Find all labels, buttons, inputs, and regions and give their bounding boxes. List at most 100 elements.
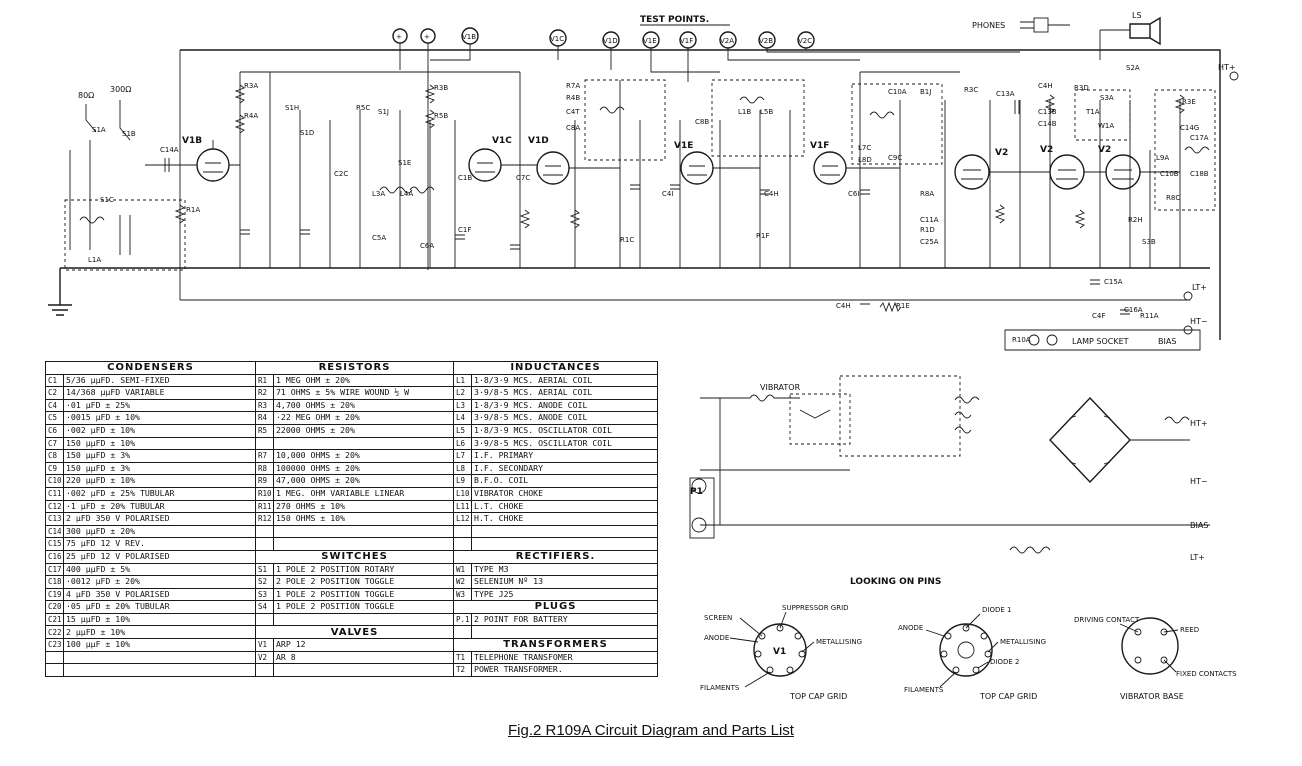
rectifier-ref: W2: [453, 575, 473, 589]
svg-text:S3A: S3A: [1100, 94, 1114, 102]
condenser-ref: C4: [45, 398, 64, 413]
condenser-desc: 220 µµFD ± 10%: [63, 474, 256, 488]
valve-ref: V1: [255, 638, 274, 652]
switch-ref: S2: [255, 575, 274, 589]
svg-text:L1B: L1B: [738, 108, 751, 116]
inductance-ref: L8: [453, 461, 473, 476]
resistor-desc: 150 OHMS ± 10%: [272, 512, 455, 526]
condenser-ref: C12: [45, 499, 64, 514]
valve-v1f: V1F: [810, 141, 847, 185]
rectifiers-header: RECTIFIERS.: [453, 549, 659, 564]
rectifier-desc: TYPE M3: [471, 562, 659, 577]
svg-text:C13B: C13B: [1038, 108, 1057, 116]
svg-text:V1: V1: [773, 647, 786, 657]
test-point-v1b: V1B: [461, 27, 479, 45]
svg-text:R4A: R4A: [244, 112, 258, 120]
lamp-socket-minus-icon: [1046, 334, 1058, 346]
condenser-ref: C1: [45, 373, 64, 388]
power-supply-schematic: VIBRATOR P1 HT+ HT− BIAS LT+: [689, 375, 1210, 562]
svg-text:V1D: V1D: [603, 37, 618, 45]
svg-text:R3C: R3C: [964, 86, 978, 94]
svg-text:R3B: R3B: [434, 84, 448, 92]
svg-text:SUPPRESSOR GRID: SUPPRESSOR GRID: [782, 604, 849, 612]
svg-text:+: +: [424, 33, 430, 41]
svg-text:C1F: C1F: [458, 226, 471, 234]
switch-desc: 1 POLE 2 POSITION TOGGLE: [272, 587, 455, 602]
phones-jack-icon: [1020, 17, 1070, 33]
inductance-ref: L3: [453, 398, 473, 413]
resistor-ref: R3: [255, 398, 274, 413]
valve-ref: V2: [255, 650, 274, 665]
lt-plus-lower-label: LT+: [1190, 553, 1205, 562]
svg-text:S1B: S1B: [122, 130, 136, 138]
valve-desc: ARP 12: [272, 638, 455, 652]
loudspeaker-label: LS: [1132, 11, 1142, 20]
lamp-socket-plus-icon: [1028, 334, 1040, 346]
svg-text:V1E: V1E: [643, 37, 657, 45]
svg-text:V1C: V1C: [492, 136, 512, 146]
inductance-desc: 1·8/3·9 MCS. OSCILLATOR COIL: [471, 423, 659, 438]
resistor-ref: R10: [255, 486, 274, 501]
svg-text:S3B: S3B: [1142, 238, 1156, 246]
inductance-ref: L6: [453, 436, 473, 451]
resistor-ref: [255, 436, 274, 451]
svg-text:R7A: R7A: [566, 82, 580, 90]
inductance-desc: H.T. CHOKE: [471, 512, 659, 526]
svg-text:DRIVING CONTACT: DRIVING CONTACT: [1074, 616, 1140, 624]
svg-text:C11A: C11A: [920, 216, 939, 224]
svg-text:L9A: L9A: [1156, 154, 1169, 162]
resistor-desc: 47,000 OHMS ± 20%: [272, 474, 455, 488]
svg-text:B1J: B1J: [920, 88, 931, 96]
svg-text:V2A: V2A: [720, 37, 734, 45]
svg-text:C18B: C18B: [1190, 170, 1209, 178]
test-point-plus-2: +: [420, 28, 436, 44]
v1-base-diagram: V1 SCREEN SUPPRESSOR GRID ANODE METALLIS…: [700, 604, 862, 701]
inductances-header: INDUCTANCES: [453, 361, 659, 375]
switch-ref: S4: [255, 600, 274, 614]
svg-text:C4H: C4H: [836, 302, 851, 310]
ground-icon: [48, 268, 72, 316]
resistor-ref: R2: [255, 386, 274, 400]
if-can-1: [584, 79, 666, 161]
test-point-v2a: V2A: [719, 31, 737, 49]
svg-text:R3E: R3E: [1182, 98, 1196, 106]
parts-list-table: CONDENSERS RESISTORS INDUCTANCES C1 5/36…: [45, 361, 659, 677]
inductance-desc: B.F.O. COIL: [471, 474, 659, 488]
resistor-desc: [272, 436, 455, 451]
svg-text:ANODE: ANODE: [704, 634, 729, 642]
test-point-v2c: V2C: [797, 31, 815, 49]
valve-v1c: V1C: [468, 136, 512, 182]
condenser-desc: 15 µµFD ± 10%: [63, 612, 256, 627]
if-can-3: [851, 83, 943, 165]
resistor-desc: 4,700 OHMS ± 20%: [272, 398, 455, 413]
condenser-ref: C15: [45, 537, 64, 551]
inductance-ref: L4: [453, 411, 473, 425]
condenser-ref: C9: [45, 461, 64, 476]
condenser-ref: C23: [45, 638, 64, 652]
valve-desc: AR 8: [272, 650, 455, 665]
switch-desc: 1 POLE 2 POSITION ROTARY: [272, 562, 455, 577]
condenser-desc: 400 µµFD ± 5%: [63, 562, 256, 577]
test-point-v1d: V1D: [602, 31, 620, 49]
condenser-ref: C22: [45, 625, 64, 640]
svg-text:V1F: V1F: [680, 37, 693, 45]
svg-text:R5B: R5B: [434, 112, 448, 120]
svg-text:V1B: V1B: [182, 136, 202, 146]
inductance-desc: 1·8/3·9 MCS. AERIAL COIL: [471, 373, 659, 388]
v2-base-diagram: DIODE 1 ANODE METALLISING DIODE 2 FILAME…: [898, 606, 1046, 701]
loudspeaker-icon: [1099, 16, 1161, 60]
test-point-v2b: V2B: [758, 31, 776, 49]
figure-caption: Fig.2 R109A Circuit Diagram and Parts Li…: [508, 722, 794, 739]
svg-text:R2H: R2H: [1128, 216, 1143, 224]
condenser-ref: C20: [45, 600, 64, 614]
condenser-ref: C2: [45, 386, 64, 400]
svg-text:V2C: V2C: [798, 37, 812, 45]
ht-plus-lower-label: HT+: [1190, 419, 1208, 428]
svg-text:C14A: C14A: [160, 146, 179, 154]
svg-text:V2: V2: [1098, 145, 1111, 155]
bfo-can: [1154, 89, 1216, 211]
condenser-desc: 25 µFD 12 V POLARISED: [63, 549, 256, 564]
svg-text:V2: V2: [995, 148, 1008, 158]
condenser-desc: ·05 µFD ± 20% TUBULAR: [63, 600, 256, 614]
vibrator-base-diagram: DRIVING CONTACT REED FIXED CONTACTS VIBR…: [1074, 616, 1237, 701]
